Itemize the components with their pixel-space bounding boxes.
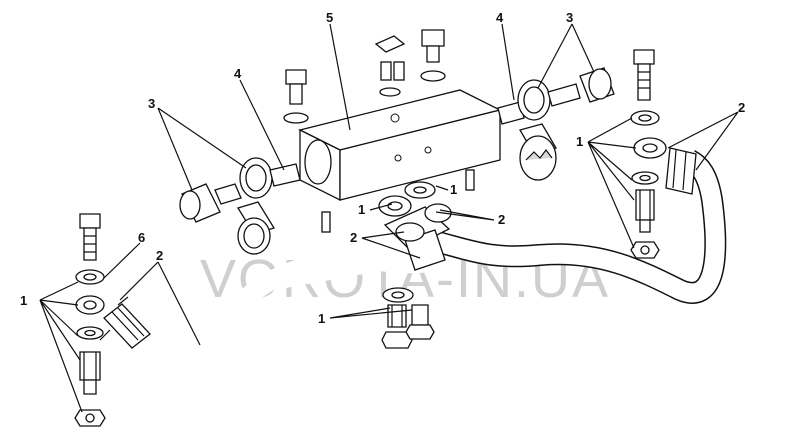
left-washer-bottom-hole <box>84 329 96 337</box>
callout-1-center-left: 1 <box>358 202 365 217</box>
callout-4-left: 4 <box>234 66 242 81</box>
pin-left <box>321 211 331 233</box>
callout-6: 6 <box>138 230 145 245</box>
right-hose <box>427 150 727 304</box>
callout-3-right: 3 <box>566 10 573 25</box>
body-bolt-left <box>283 69 309 124</box>
left-hose-ferrule <box>103 303 151 349</box>
right-banjo-fitting <box>633 137 667 159</box>
left-banjo-fitting <box>75 295 105 315</box>
left-washer-top-hole <box>83 273 97 281</box>
leader-lines <box>39 23 739 413</box>
left-coupler <box>179 157 301 255</box>
right-banjo-bolt <box>633 49 655 101</box>
callout-1-center-top: 1 <box>450 182 457 197</box>
right-coupler <box>497 67 615 181</box>
left-hose <box>99 250 432 365</box>
callout-2-center-right: 2 <box>498 212 505 227</box>
left-banjo-bolt <box>79 213 101 261</box>
callout-2-right: 2 <box>738 100 745 115</box>
right-hose-ferrule <box>665 147 697 195</box>
callout-1-left: 1 <box>20 293 27 308</box>
callout-2-left: 2 <box>156 248 163 263</box>
callout-4-right: 4 <box>496 10 504 25</box>
right-washer-top-hole <box>638 114 652 122</box>
left-adapter <box>79 351 101 395</box>
valve-body <box>298 89 502 202</box>
left-nut <box>74 409 106 427</box>
callout-5: 5 <box>326 10 333 25</box>
right-nut <box>630 241 660 259</box>
right-washer-bottom-hole <box>639 174 651 182</box>
callout-1-right: 1 <box>576 134 583 149</box>
center-lower-fittings <box>381 287 435 349</box>
callout-1-center-bottom: 1 <box>318 311 325 326</box>
callout-2-center-left: 2 <box>350 230 357 245</box>
callout-3-left: 3 <box>148 96 155 111</box>
small-screws <box>374 35 406 97</box>
center-tee-fitting <box>378 181 452 271</box>
right-adapter <box>635 189 655 233</box>
pin-right <box>465 169 475 191</box>
body-bolt-right <box>420 29 446 82</box>
